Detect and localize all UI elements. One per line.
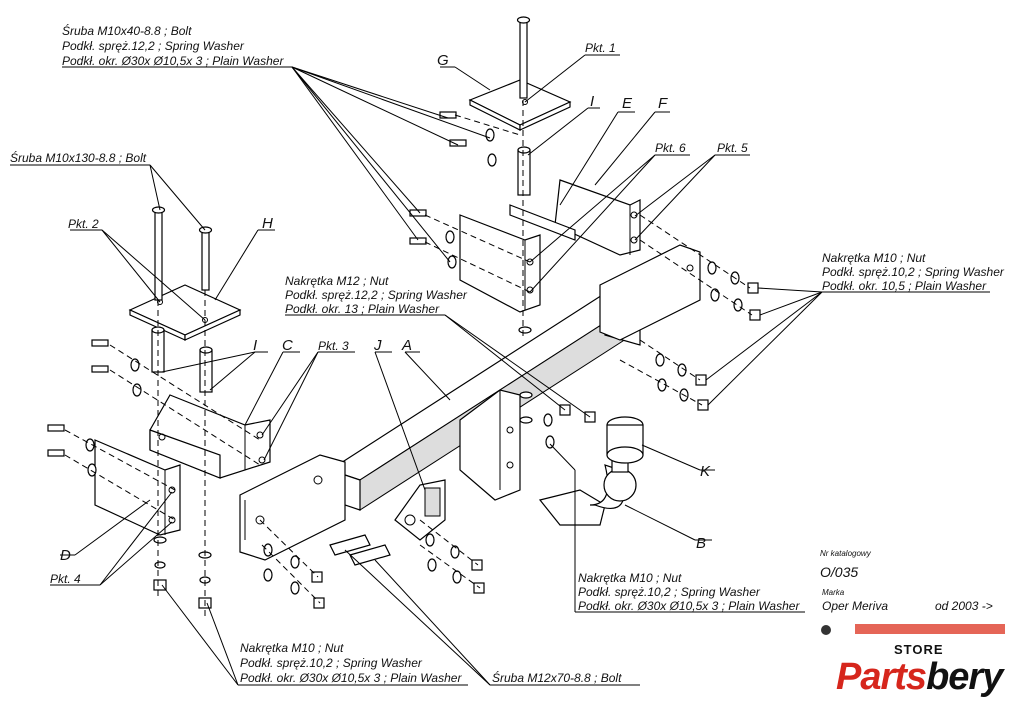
brand-strip	[821, 624, 1005, 635]
part-letter-i-left: I	[253, 337, 257, 354]
logo-name: Partsbery	[836, 656, 1003, 699]
label-plain-washer-30-mid: Podkł. okr. Ø30x Ø10,5x 3 ; Plain Washer	[578, 599, 800, 613]
part-letter-f: F	[658, 95, 668, 112]
tow-ball-arm-b	[538, 457, 637, 526]
label-spring-washer-12: Podkł. spręż.12,2 ; Spring Washer	[62, 39, 245, 53]
point-5-label: Pkt. 5	[717, 141, 748, 155]
part-letter-e: E	[622, 95, 633, 112]
left-bracket-d	[94, 439, 181, 536]
point-2-label: Pkt. 2	[68, 217, 99, 231]
from-year: od 2003 ->	[935, 599, 993, 613]
label-spring-washer-10-right: Podkł. spręż.10,2 ; Spring Washer	[822, 265, 1005, 279]
plate-g	[468, 16, 572, 196]
point-1-label: Pkt. 1	[585, 41, 616, 55]
leader-lines	[10, 54, 990, 686]
logo-store-text: STORE	[894, 642, 944, 657]
logo-name-part1: Parts	[836, 656, 927, 698]
part-letter-j: J	[373, 337, 382, 354]
label-nut-m10-right: Nakrętka M10 ; Nut	[822, 251, 926, 265]
part-letter-a: A	[401, 337, 412, 354]
label-nut-m10-bottom: Nakrętka M10 ; Nut	[240, 641, 344, 655]
right-beam-plate	[599, 244, 701, 341]
part-letter-b: B	[696, 535, 706, 552]
label-bolt-m10x130: Śruba M10x130-8.8 ; Bolt	[10, 150, 147, 165]
part-letter-c: C	[282, 337, 293, 354]
point-3-label: Pkt. 3	[318, 339, 349, 353]
left-bracket-c	[149, 394, 271, 479]
part-letter-g: G	[437, 52, 449, 69]
label-plain-washer-30: Podkł. okr. Ø30x Ø10,5x 3 ; Plain Washer	[62, 54, 284, 68]
part-letter-d: D	[60, 547, 71, 564]
point-4-label: Pkt. 4	[50, 572, 81, 586]
assembly-lines	[64, 100, 753, 620]
catalog-label: Nr katalogowy	[820, 549, 872, 558]
brand-value: Oper Meriva	[822, 599, 888, 613]
label-nut-m12: Nakrętka M12 ; Nut	[285, 274, 389, 288]
label-plain-washer-13: Podkł. okr. 13 ; Plain Washer	[285, 302, 440, 316]
logo-name-part2: bery	[926, 656, 1003, 698]
brand-label: Marka	[822, 588, 845, 597]
fasteners-bottom-left	[153, 536, 212, 609]
point-6-label: Pkt. 6	[655, 141, 686, 155]
label-spring-washer-12b: Podkł. spręż.12,2 ; Spring Washer	[285, 288, 468, 302]
center-bracket	[459, 389, 521, 501]
ball-cover-k	[606, 416, 644, 464]
label-bolt-m12x70: Śruba M12x70-8.8 ; Bolt	[492, 670, 622, 685]
part-letter-i-top: I	[590, 93, 594, 110]
label-nut-m10-mid: Nakrętka M10 ; Nut	[578, 571, 682, 585]
label-spring-washer-10-bottom: Podkł. spręż.10,2 ; Spring Washer	[240, 656, 423, 670]
part-letter-h: H	[262, 215, 273, 232]
label-plain-washer-30-bottom: Podkł. okr. Ø30x Ø10,5x 3 ; Plain Washer	[240, 671, 462, 685]
part-letter-k: K	[700, 463, 711, 480]
catalog-value: O/035	[820, 564, 858, 580]
fasteners-bottom-center	[263, 533, 485, 609]
label-spring-washer-10-mid: Podkł. spręż.10,2 ; Spring Washer	[578, 585, 761, 599]
socket-plate-j	[394, 479, 446, 541]
plate-h	[128, 284, 242, 341]
text-labels: Śruba M10x40-8.8 ; Bolt Podkł. spręż.12,…	[10, 23, 1005, 685]
label-bolt-m10x40: Śruba M10x40-8.8 ; Bolt	[62, 23, 192, 38]
fasteners-top-g	[439, 111, 497, 167]
left-beam-plate	[239, 454, 346, 561]
label-plain-washer-10-right: Podkł. okr. 10,5 ; Plain Washer	[822, 279, 987, 293]
partsbery-logo: STORE Partsbery	[832, 642, 1012, 708]
